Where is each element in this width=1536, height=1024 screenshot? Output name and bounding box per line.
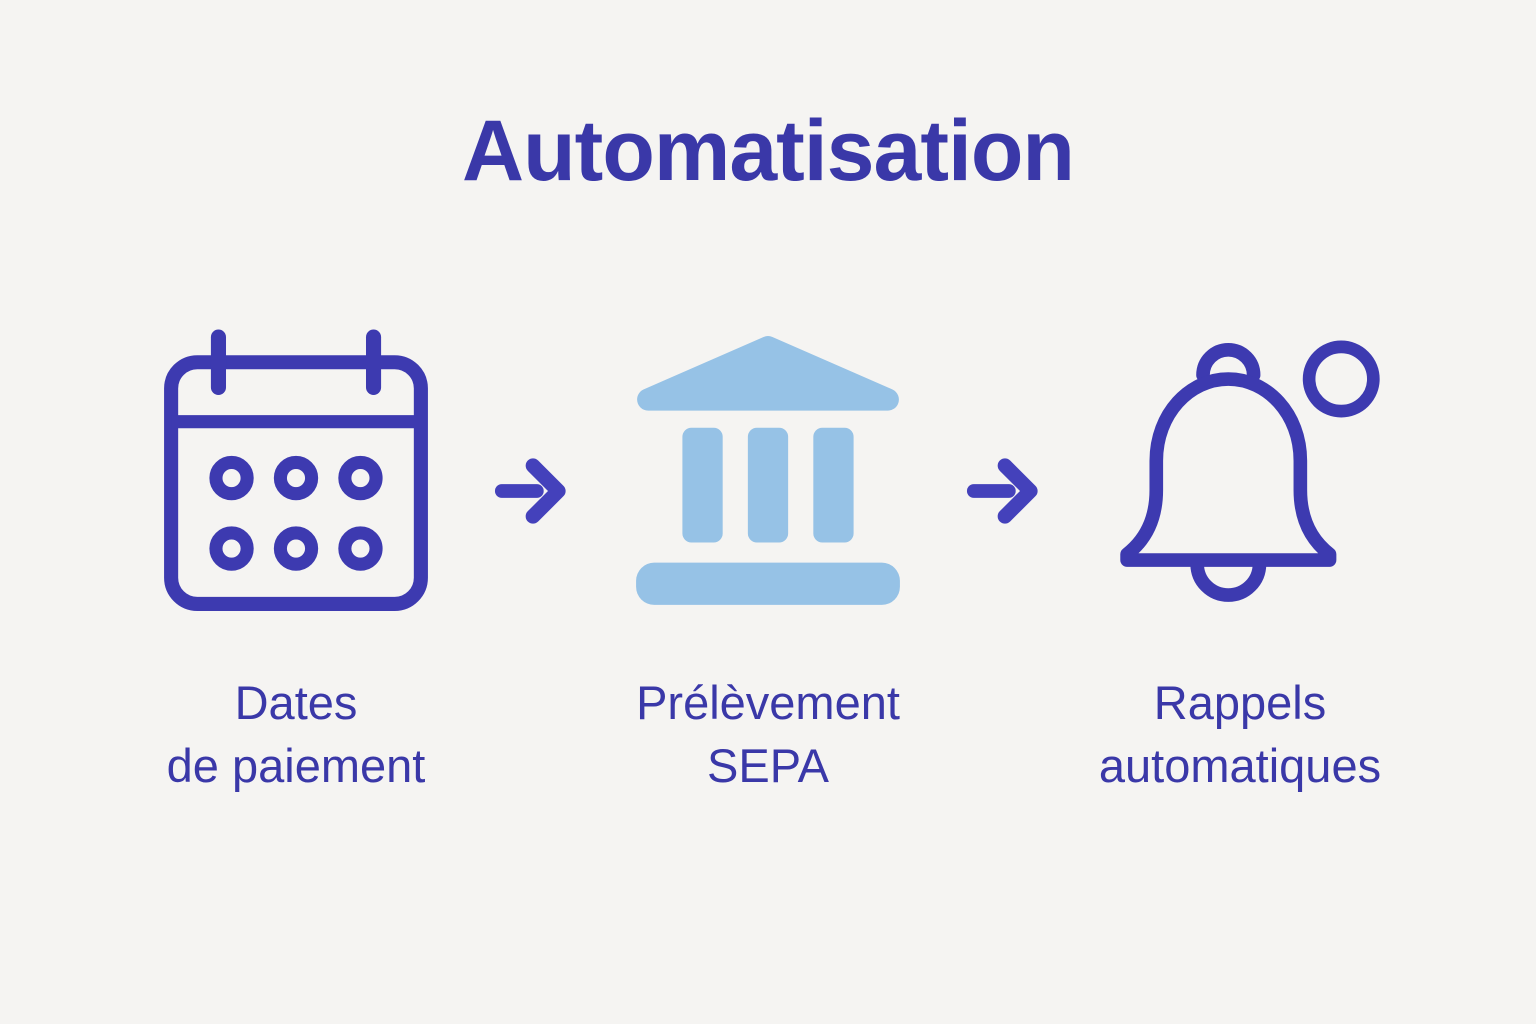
step-prelevement-sepa: Prélèvement SEPA [572,320,964,797]
label-line: Dates [234,676,358,729]
label-line: Prélèvement [636,676,900,729]
step-rappels-automatiques: Rappels automatiques [1044,320,1436,797]
steps-row: Dates de paiement P [0,320,1536,797]
step-label-dates-de-paiement: Dates de paiement [167,672,426,797]
label-line: de paiement [166,738,426,792]
page-title: Automatisation [462,103,1075,199]
label-line: SEPA [707,738,829,792]
right-arrow-icon [964,452,1044,530]
label-line: Rappels [1153,676,1327,729]
label-line: automatiques [1098,738,1382,792]
right-arrow-icon [492,452,572,530]
bank-icon [624,320,912,620]
step-label-prelevement-sepa: Prélèvement SEPA [636,672,900,797]
bell-icon [1094,320,1386,620]
step-label-rappels-automatiques: Rappels automatiques [1099,672,1381,797]
calendar-icon [163,320,429,620]
step-dates-de-paiement: Dates de paiement [100,320,492,797]
